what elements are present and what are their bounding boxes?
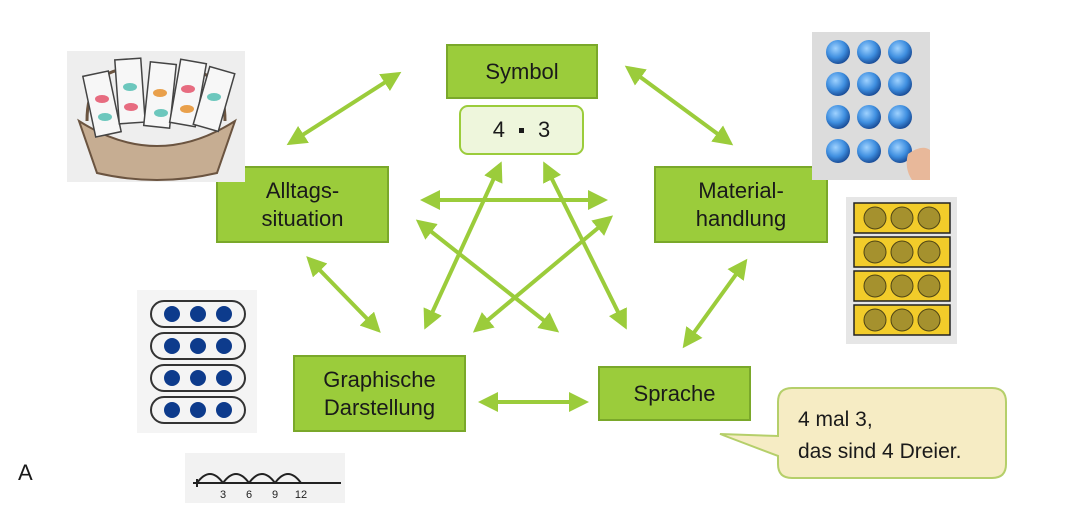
graphische-darstellung-box: Graphische Darstellung [293,355,466,432]
arrow-alltag-sprache [415,219,560,333]
formula-right: 3 [538,117,551,142]
materialhandlung-label: Material- handlung [695,178,787,231]
speech-bubble-line2: das sind 4 Dreier. [798,440,961,463]
speech-bubble: 4 mal 3, das sind 4 Dreier. [719,387,1007,479]
formula-box: 4 3 [459,105,584,155]
symbol-label: Symbol [485,58,559,84]
speech-bubble-line1: 4 mal 3, [798,408,873,431]
graphische-darstellung-label: Graphische Darstellung [323,367,436,420]
arrow-material-sprache [682,258,748,349]
blue-marbles-image [812,32,930,180]
sprache-label: Sprache [633,380,716,406]
numberline-tick-3: 3 [220,489,226,501]
candy-basket-image [67,51,245,182]
arrow-material-graphisch [472,215,614,333]
symbol-box: Symbol [446,44,598,99]
coin-cards-image [846,197,957,344]
sprache-box: Sprache [598,366,751,421]
side-text-fragment: A [18,460,33,485]
numberline-tick-9: 9 [272,489,278,501]
formula-left: 4 [492,117,505,142]
arrow-alltag-graphisch [306,256,381,333]
arrow-symbol-alltag [286,71,402,146]
alltagssituation-label: Alltags- situation [261,178,344,231]
arrow-formula-sprache [543,161,627,330]
numberline-tick-6: 6 [246,489,252,501]
dot-groups-image [137,290,257,433]
multiplication-dot-icon [519,127,524,133]
number-line-image: 3 6 9 12 [185,453,345,503]
arrow-symbol-material [624,65,734,146]
numberline-tick-12: 12 [295,489,307,501]
arrow-formula-graphisch [423,161,503,330]
materialhandlung-box: Material- handlung [654,166,828,243]
